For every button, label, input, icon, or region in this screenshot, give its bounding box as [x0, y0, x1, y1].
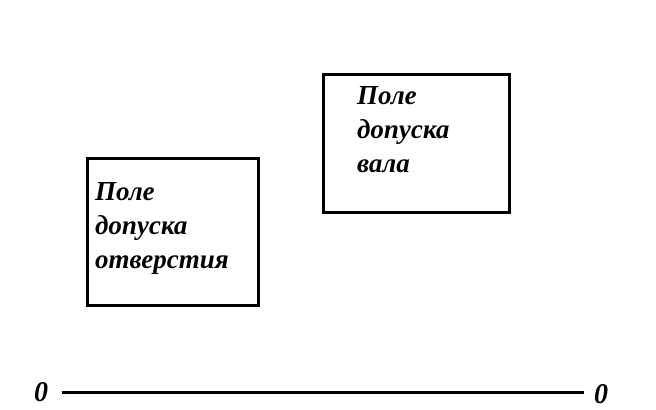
- shaft-tolerance-label: Поле допуска вала: [357, 78, 449, 180]
- shaft-label-line-1: Поле: [357, 80, 417, 110]
- hole-tolerance-zone: Поле допуска отверстия: [86, 157, 260, 307]
- shaft-label-line-3: вала: [357, 148, 410, 178]
- shaft-tolerance-zone: Поле допуска вала: [322, 73, 511, 214]
- hole-label-line-1: Поле: [95, 176, 155, 206]
- hole-label-line-2: допуска: [95, 210, 188, 240]
- hole-tolerance-label: Поле допуска отверстия: [95, 174, 229, 276]
- zero-line: [62, 391, 584, 394]
- hole-label-line-3: отверстия: [95, 244, 229, 274]
- zero-line-left-label: 0: [34, 377, 48, 408]
- zero-line-right-label: 0: [594, 379, 608, 410]
- shaft-label-line-2: допуска: [357, 114, 450, 144]
